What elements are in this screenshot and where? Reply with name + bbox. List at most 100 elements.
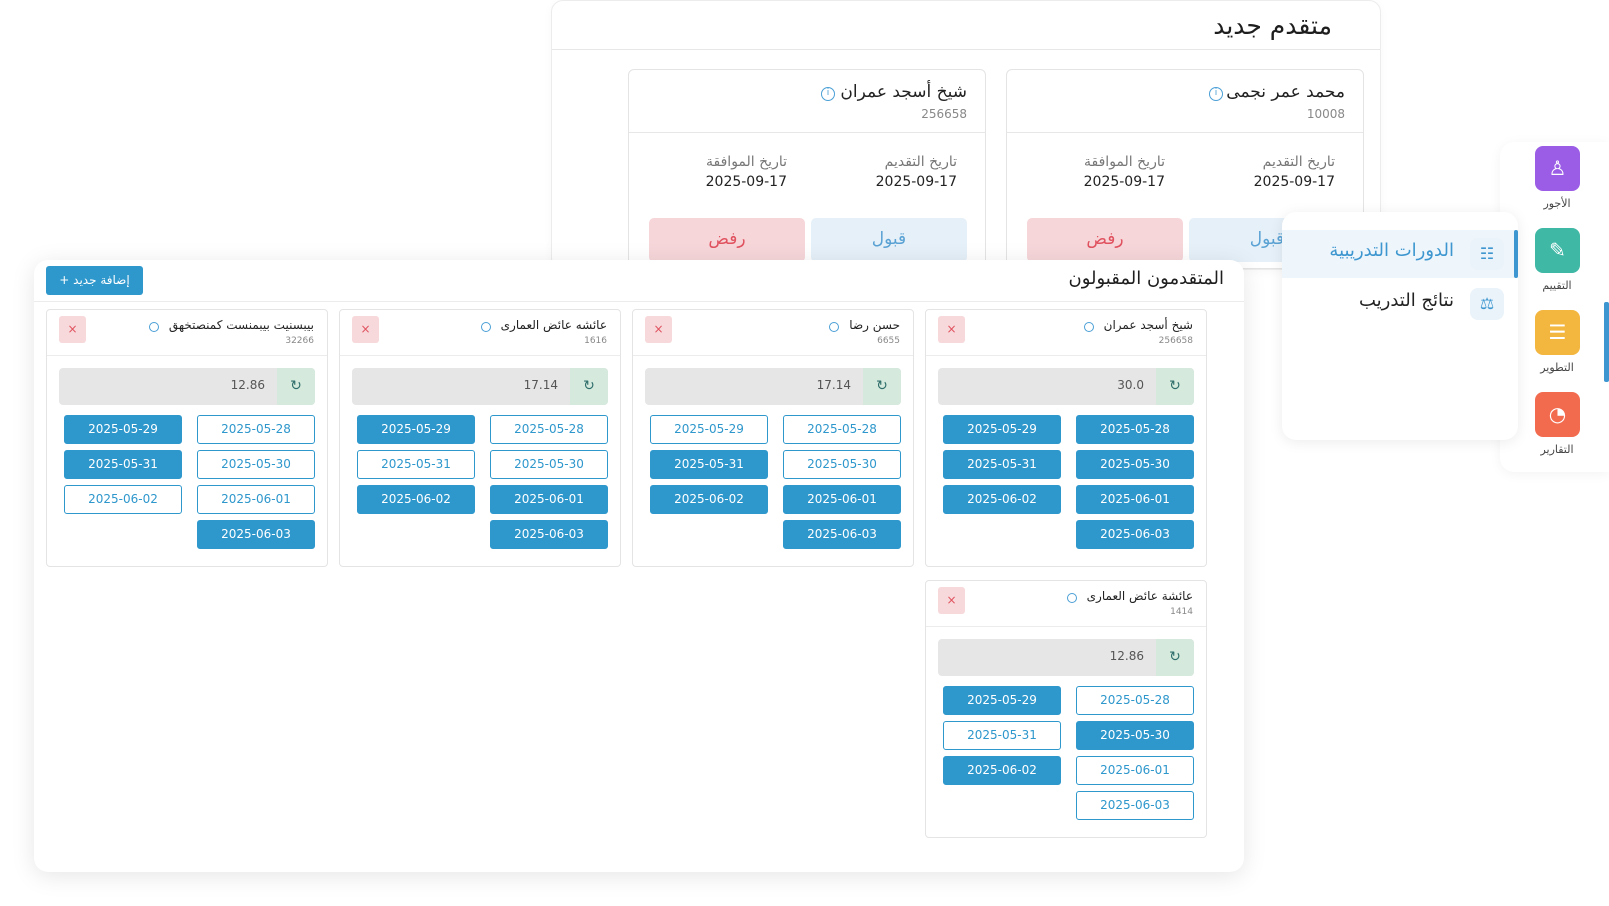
approved-date: 2025-09-17 <box>705 174 787 190</box>
session-date-button[interactable]: 2025-05-28 <box>1076 686 1194 715</box>
session-date-button[interactable]: 2025-06-02 <box>650 485 768 514</box>
add-new-button[interactable]: إضافة جديد + <box>46 266 143 295</box>
applicant-card: شيخ أسجد عمران i 256658 تاريخ التقديم 20… <box>628 69 986 269</box>
session-date-button[interactable]: 2025-06-03 <box>490 520 608 549</box>
session-date-button[interactable]: 2025-06-01 <box>1076 485 1194 514</box>
divider <box>629 132 985 133</box>
session-date-button[interactable]: 2025-06-03 <box>783 520 901 549</box>
info-icon[interactable]: i <box>821 87 835 101</box>
remove-icon[interactable]: × <box>938 316 965 343</box>
info-icon[interactable] <box>149 322 159 332</box>
remove-icon[interactable]: × <box>59 316 86 343</box>
session-date-button[interactable]: 2025-05-30 <box>1076 450 1194 479</box>
session-date-button[interactable]: 2025-06-01 <box>490 485 608 514</box>
evaluation-icon[interactable]: ✎ <box>1535 228 1580 273</box>
session-date-button[interactable]: 2025-05-29 <box>650 415 768 444</box>
menu-item-label: نتائج التدريب <box>1358 290 1454 311</box>
approved-date-label: تاريخ الموافقة <box>1084 154 1165 170</box>
info-icon[interactable] <box>1084 322 1094 332</box>
session-date-button[interactable]: 2025-05-28 <box>490 415 608 444</box>
divider <box>552 49 1380 50</box>
rail-label-development: التطوير <box>1540 361 1574 374</box>
menu-item-training-courses[interactable]: ☷ الدورات التدريبية <box>1282 230 1518 278</box>
attendance-score: 17.14↻ <box>352 368 608 405</box>
new-applicants-panel: متقدم جديد محمد عمر نجمى i 10008 تاريخ ا… <box>551 0 1381 270</box>
session-date-button[interactable]: 2025-05-31 <box>943 721 1061 750</box>
session-date-button[interactable]: 2025-05-30 <box>197 450 315 479</box>
session-date-button[interactable]: 2025-06-02 <box>357 485 475 514</box>
applicant-name: عائشة عائض العمارى <box>1086 589 1193 603</box>
session-date-button[interactable]: 2025-05-28 <box>783 415 901 444</box>
accepted-applicants-panel: المتقدمون المقبولون إضافة جديد + شيخ أسج… <box>34 260 1244 872</box>
score-value: 17.14 <box>816 378 851 392</box>
session-date-button[interactable]: 2025-06-02 <box>943 756 1061 785</box>
divider <box>34 301 1244 302</box>
new-applicants-title: متقدم جديد <box>1213 11 1332 40</box>
score-value: 12.86 <box>1109 649 1144 663</box>
attendance-score: 17.14↻ <box>645 368 901 405</box>
results-icon: ⚖ <box>1470 288 1504 320</box>
active-indicator <box>1514 230 1518 278</box>
session-date-button[interactable]: 2025-06-01 <box>197 485 315 514</box>
session-date-button[interactable]: 2025-05-29 <box>357 415 475 444</box>
menu-item-training-results[interactable]: ⚖ نتائج التدريب <box>1282 280 1518 328</box>
applied-date-label: تاريخ التقديم <box>1262 154 1335 170</box>
session-date-button[interactable]: 2025-06-01 <box>1076 756 1194 785</box>
rail-active-indicator <box>1604 302 1609 382</box>
approved-date: 2025-09-17 <box>1083 174 1165 190</box>
applicant-number: 256658 <box>921 107 967 121</box>
menu-item-label: الدورات التدريبية <box>1329 240 1454 261</box>
info-icon[interactable] <box>829 322 839 332</box>
session-date-button[interactable]: 2025-06-02 <box>64 485 182 514</box>
session-date-button[interactable]: 2025-05-31 <box>357 450 475 479</box>
applicant-name: شيخ أسجد عمران <box>1103 318 1193 332</box>
wages-icon[interactable]: ♙ <box>1535 146 1580 191</box>
session-date-button[interactable]: 2025-05-28 <box>1076 415 1194 444</box>
info-icon[interactable] <box>1067 593 1077 603</box>
applicant-number: 6655 <box>877 336 900 346</box>
score-value: 12.86 <box>230 378 265 392</box>
score-value: 30.0 <box>1117 378 1144 392</box>
applicant-card: محمد عمر نجمى i 10008 تاريخ التقديم 2025… <box>1006 69 1364 269</box>
session-date-button[interactable]: 2025-05-29 <box>64 415 182 444</box>
session-date-button[interactable]: 2025-05-29 <box>943 415 1061 444</box>
session-date-button[interactable]: 2025-05-29 <box>943 686 1061 715</box>
remove-icon[interactable]: × <box>645 316 672 343</box>
info-icon[interactable] <box>481 322 491 332</box>
divider <box>926 626 1206 627</box>
session-date-button[interactable]: 2025-06-03 <box>197 520 315 549</box>
info-icon[interactable]: i <box>1209 87 1223 101</box>
session-date-button[interactable]: 2025-05-30 <box>783 450 901 479</box>
session-date-button[interactable]: 2025-06-01 <box>783 485 901 514</box>
development-icon[interactable]: ☰ <box>1535 310 1580 355</box>
session-date-button[interactable]: 2025-05-28 <box>197 415 315 444</box>
session-date-button[interactable]: 2025-05-30 <box>1076 721 1194 750</box>
attendance-score: 30.0↻ <box>938 368 1194 405</box>
plus-icon: + <box>59 273 70 287</box>
reports-icon[interactable]: ◔ <box>1535 392 1580 437</box>
score-value: 17.14 <box>523 378 558 392</box>
divider <box>926 355 1206 356</box>
session-date-button[interactable]: 2025-05-31 <box>64 450 182 479</box>
divider <box>633 355 913 356</box>
session-date-button[interactable]: 2025-06-02 <box>943 485 1061 514</box>
session-date-button[interactable]: 2025-05-31 <box>943 450 1061 479</box>
divider <box>47 355 327 356</box>
session-date-button[interactable]: 2025-06-03 <box>1076 791 1194 820</box>
applicant-number: 32266 <box>285 336 314 346</box>
accept-button[interactable]: قبول <box>811 218 967 262</box>
attendance-score: 12.86↻ <box>938 639 1194 676</box>
applicant-name: عائشه عائض العمارى <box>500 318 607 332</box>
session-date-button[interactable]: 2025-05-31 <box>650 450 768 479</box>
session-date-button[interactable]: 2025-05-30 <box>490 450 608 479</box>
applicant-name: بيبسنيت بيبمنست كمنصتخهق <box>168 318 314 332</box>
remove-icon[interactable]: × <box>352 316 379 343</box>
session-date-button[interactable]: 2025-06-03 <box>1076 520 1194 549</box>
reject-button[interactable]: رفض <box>649 218 805 262</box>
reject-button[interactable]: رفض <box>1027 218 1183 262</box>
remove-icon[interactable]: × <box>938 587 965 614</box>
